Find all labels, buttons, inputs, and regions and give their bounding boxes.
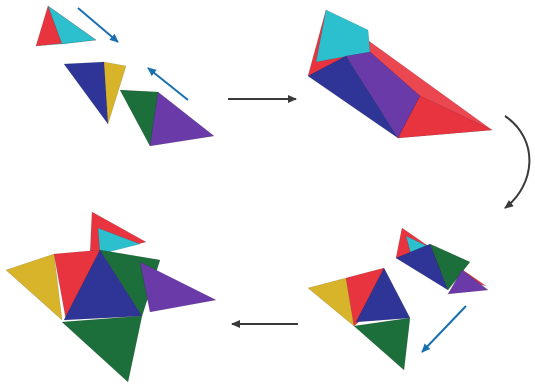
stage-1-separated-pieces	[35, 5, 215, 147]
piece-red-cyan-small	[35, 5, 97, 47]
stage-4-final-assembly	[5, 211, 217, 383]
blue-motion-arrow-icon	[77, 7, 119, 43]
curved-arrow-down-icon	[504, 115, 531, 209]
blue-motion-arrow-icon	[147, 67, 189, 101]
piece-upper-group	[395, 227, 489, 295]
piece-blue-yellow	[63, 61, 127, 125]
stage-2-assembled	[307, 9, 493, 139]
piece-lower-group	[307, 267, 411, 371]
piece-green-purple	[119, 89, 215, 147]
stage-3-partial-separation	[307, 227, 489, 371]
blue-motion-arrow-icon	[421, 305, 467, 353]
